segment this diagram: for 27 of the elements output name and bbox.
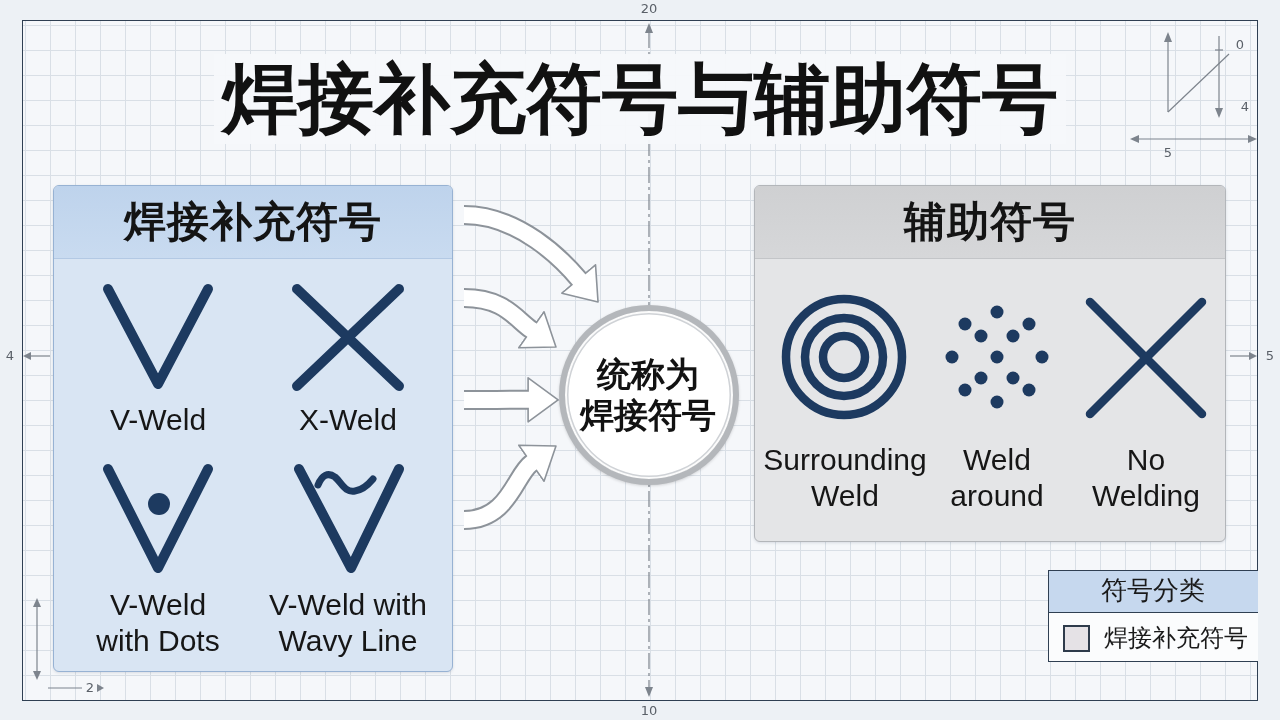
block-arrow bbox=[463, 442, 555, 530]
dimension-number: 2 bbox=[84, 680, 96, 696]
symbol-caption: V-Weld with Dots bbox=[95, 587, 221, 659]
dimension-number: 0 bbox=[1234, 37, 1246, 53]
symbol-panel bbox=[754, 185, 1226, 542]
symbol-caption: Surrounding Weld bbox=[762, 442, 928, 514]
symbol-caption: X-Weld bbox=[298, 402, 398, 438]
dimension-number: 10 bbox=[639, 703, 659, 719]
dimension-number: 5 bbox=[1162, 145, 1174, 161]
block-arrow bbox=[464, 377, 559, 423]
symbol-panel bbox=[53, 185, 453, 672]
symbol-caption: V-Weld with Wavy Line bbox=[268, 587, 428, 659]
dimension-number: 4 bbox=[4, 348, 16, 364]
symbol-caption: Weld around bbox=[949, 442, 1045, 514]
block-arrow bbox=[463, 288, 557, 349]
panel-heading: 焊接补充符号 bbox=[124, 197, 382, 247]
block-arrow bbox=[463, 205, 600, 303]
dimension-number: 20 bbox=[639, 1, 659, 17]
legend-title: 符号分类 bbox=[1100, 574, 1206, 607]
dimension-number: 5 bbox=[1264, 348, 1276, 364]
panel-heading: 辅助符号 bbox=[904, 197, 1076, 247]
legend-label: 焊接补充符号 bbox=[1104, 623, 1248, 653]
symbol-caption: V-Weld bbox=[108, 402, 208, 438]
circle-text: 统称为焊接符号 bbox=[580, 354, 718, 436]
page-title: 焊接补充符号与辅助符号 bbox=[214, 54, 1066, 144]
symbol-caption: No Welding bbox=[1091, 442, 1201, 514]
dimension-number: 4 bbox=[1239, 99, 1251, 115]
